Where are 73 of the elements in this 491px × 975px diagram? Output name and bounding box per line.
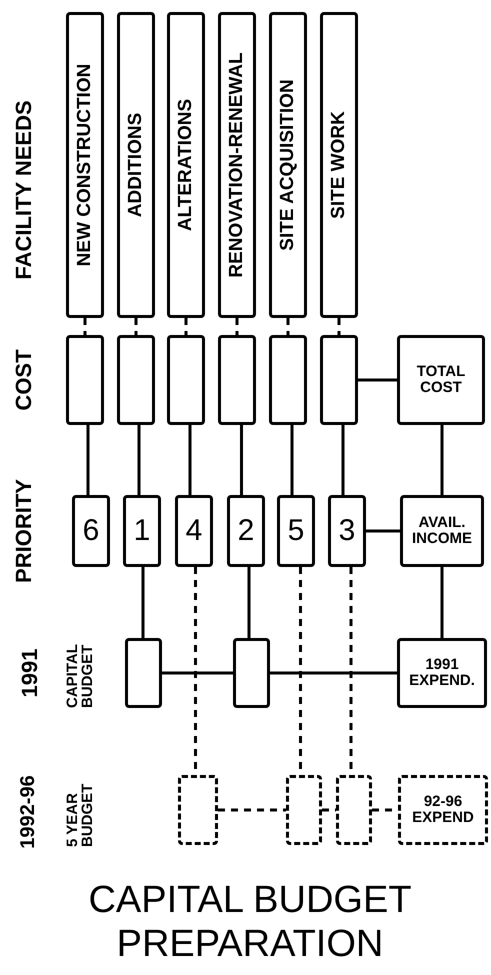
empty-box: [66, 335, 104, 425]
connector: [188, 425, 192, 495]
facility-need-box: [167, 12, 205, 318]
need-label: ADDITIONS: [125, 112, 147, 218]
connector: [138, 425, 140, 495]
priority-box: [123, 495, 161, 567]
priority-box: [227, 495, 265, 567]
empty-box: [117, 335, 155, 425]
priority-number: 2: [238, 514, 254, 548]
diagram-title: CAPITAL BUDGET PREPARATION: [87, 878, 413, 966]
priority-number: 1: [134, 514, 150, 548]
empty-box: [167, 335, 205, 425]
facility-need-box: [66, 12, 104, 318]
dashed-connector: [184, 318, 188, 335]
dashed-connector: [322, 808, 336, 812]
empty-box: [218, 335, 256, 425]
connector: [358, 378, 397, 382]
row-heading: 5 YEAR BUDGET: [65, 782, 95, 847]
connector: [162, 672, 233, 674]
summary-box: [398, 775, 488, 845]
connector: [366, 530, 400, 532]
row-heading: CAPITAL BUDGET: [65, 643, 95, 708]
empty-box: [125, 638, 162, 708]
priority-box: [277, 495, 315, 567]
box-label: TOTAL COST: [416, 364, 466, 396]
row-heading: FACILITY NEEDS: [13, 100, 35, 280]
box-label: 1991 EXPEND.: [408, 656, 476, 690]
priority-box: [72, 495, 110, 567]
dashed-connector: [134, 318, 138, 335]
dashed-connector: [286, 318, 290, 335]
connector: [440, 425, 444, 495]
connector: [270, 672, 397, 674]
row-heading: PRIORITY: [13, 479, 35, 583]
summary-box: [400, 495, 484, 567]
summary-box: [397, 335, 485, 425]
need-label: SITE WORK: [328, 111, 350, 219]
need-label: RENOVATION-RENEWAL: [226, 52, 248, 278]
dashed-connector: [338, 318, 340, 335]
dashed-connector: [84, 318, 86, 335]
dashed-connector: [236, 318, 238, 335]
connector: [342, 425, 344, 495]
empty-box: [320, 335, 358, 425]
facility-need-box: [320, 12, 358, 318]
connector: [142, 567, 144, 638]
empty-box: [178, 775, 218, 845]
empty-box: [286, 775, 322, 845]
priority-number: 5: [288, 514, 304, 548]
connector: [86, 425, 90, 495]
need-label: NEW CONSTRUCTION: [74, 64, 96, 266]
row-heading: COST: [13, 349, 35, 411]
connector: [440, 567, 444, 638]
empty-box: [269, 335, 307, 425]
priority-number: 6: [82, 514, 100, 548]
facility-need-box: [269, 12, 307, 318]
priority-number: 3: [338, 514, 356, 548]
connector: [240, 425, 243, 495]
priority-box: [328, 495, 366, 567]
summary-box: [397, 638, 487, 708]
dashed-connector: [218, 808, 286, 812]
empty-box: [336, 775, 372, 845]
empty-box: [233, 638, 270, 708]
facility-need-box: [218, 12, 256, 318]
connector: [248, 567, 250, 638]
priority-box: [175, 495, 213, 567]
need-label: SITE ACQUISITION: [277, 79, 299, 251]
priority-number: 4: [186, 514, 202, 548]
connector: [290, 425, 294, 495]
box-label: 92-96 EXPEND: [411, 794, 475, 826]
row-heading: 1992-96: [18, 775, 38, 849]
row-heading: 1991: [19, 648, 41, 698]
need-label: ALTERATIONS: [175, 98, 197, 232]
facility-need-box: [117, 12, 155, 318]
box-label: AVAIL. INCOME: [411, 514, 473, 548]
